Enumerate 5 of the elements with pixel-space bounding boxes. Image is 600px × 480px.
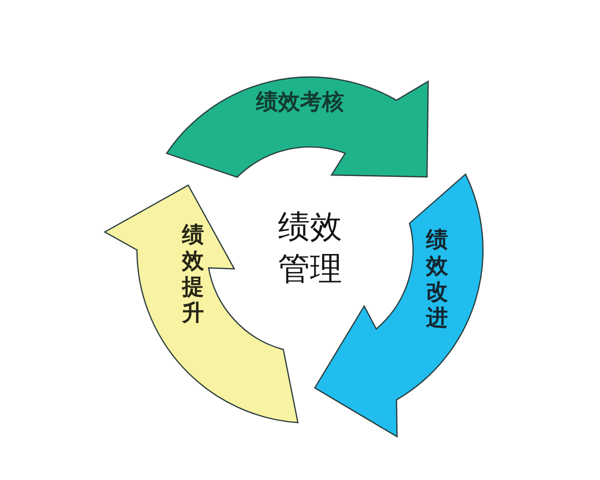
arrow-label: 绩效改进 xyxy=(426,228,448,332)
curved-arrow-shape xyxy=(165,76,430,179)
center-label: 绩效管理 xyxy=(277,206,343,289)
arrow-label: 绩效提升 xyxy=(182,223,204,327)
arrow-label: 绩效考核 xyxy=(256,92,344,114)
